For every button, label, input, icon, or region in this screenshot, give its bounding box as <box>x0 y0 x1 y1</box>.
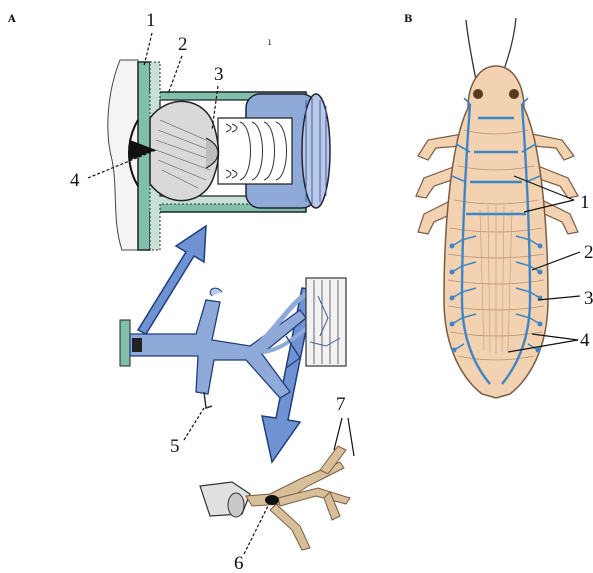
label-a-1: 1 <box>146 10 156 31</box>
stray-mark: ı <box>268 37 271 48</box>
label-a-7: 7 <box>336 394 346 415</box>
tracheole-cell-drawing <box>200 446 350 550</box>
label-b-2: 2 <box>584 242 593 263</box>
label-a-4: 4 <box>70 170 80 191</box>
insect-larva-tracheal-system-drawing <box>416 18 578 398</box>
spiracle-section-drawing <box>108 60 330 250</box>
label-a-3: 3 <box>214 64 224 85</box>
tracheal-branching-drawing <box>120 278 346 408</box>
label-a-2: 2 <box>178 34 188 55</box>
panel-a-letter: A <box>7 14 16 25</box>
label-a-5: 5 <box>170 436 180 457</box>
label-b-3: 3 <box>584 288 593 309</box>
label-a-6: 6 <box>234 553 244 573</box>
panel-b-letter: B <box>404 14 412 25</box>
panel-a-callouts-bottom: 5 <box>170 408 204 457</box>
label-b-1: 1 <box>580 192 590 213</box>
label-b-4: 4 <box>580 330 590 351</box>
